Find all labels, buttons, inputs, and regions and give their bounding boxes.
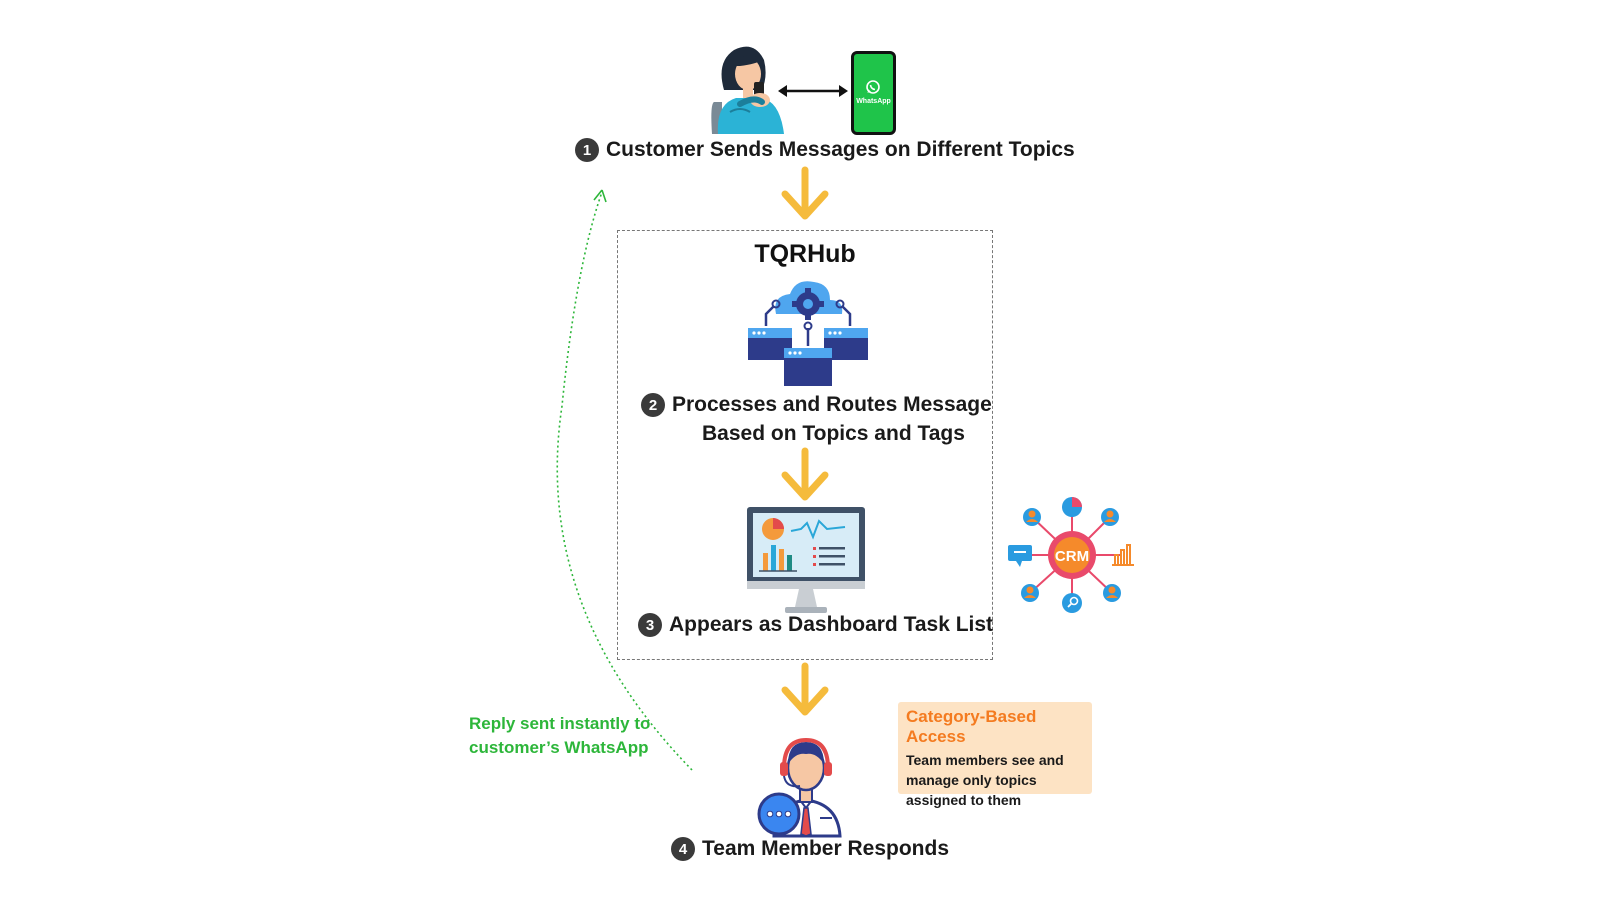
reply-note: Reply sent instantly to customer’s Whats… — [469, 712, 669, 760]
step-3-label: 3 Appears as Dashboard Task List — [638, 613, 993, 637]
whatsapp-phone: WhatsApp — [851, 51, 896, 135]
step-1-label: 1 Customer Sends Messages on Different T… — [575, 138, 1075, 162]
reply-dotted-arrow — [556, 189, 693, 771]
tqrhub-container — [617, 230, 993, 660]
flow-arrow-1 — [781, 166, 829, 220]
step-4-label: 4 Team Member Responds — [671, 837, 949, 861]
step-2-text-line2: Based on Topics and Tags — [702, 422, 965, 445]
access-note-line2: manage only topics — [906, 772, 1037, 788]
step-3-badge: 3 — [638, 613, 662, 637]
double-arrow-icon — [778, 85, 848, 97]
crm-label: CRM — [1055, 548, 1089, 565]
step-3-text: Appears as Dashboard Task List — [669, 613, 994, 636]
step-2-badge: 2 — [641, 393, 665, 417]
access-note-line1: Team members see and — [906, 752, 1064, 768]
hub-title: TQRHub — [754, 240, 856, 268]
flow-arrow-2 — [781, 447, 829, 501]
whatsapp-icon — [866, 80, 880, 94]
access-note-line3: assigned to them — [906, 792, 1022, 808]
access-note-body: Team members see and manage only topics … — [906, 750, 1084, 810]
whatsapp-label: WhatsApp — [856, 98, 891, 105]
step-2-text-line1: Processes and Routes Message — [672, 393, 992, 416]
step-2-label: 2 Processes and Routes Message — [641, 393, 992, 417]
reply-note-line2: customer’s WhatsApp — [469, 738, 649, 757]
step-4-text: Team Member Responds — [702, 837, 950, 860]
step-4-badge: 4 — [671, 837, 695, 861]
step-1-badge: 1 — [575, 138, 599, 162]
dashboard-monitor-icon — [747, 507, 865, 613]
access-note-title: Category-Based Access — [906, 707, 1037, 746]
support-agent-icon — [757, 737, 842, 838]
customer-icon — [711, 46, 784, 134]
crm-icon: CRM — [1008, 497, 1134, 613]
reply-note-line1: Reply sent instantly to — [469, 714, 651, 733]
step-1-text: Customer Sends Messages on Different Top… — [606, 138, 1075, 161]
flow-arrow-3 — [781, 662, 829, 716]
category-access-note: Category-Based Access Team members see a… — [898, 702, 1092, 808]
cloud-server-icon — [748, 281, 868, 386]
